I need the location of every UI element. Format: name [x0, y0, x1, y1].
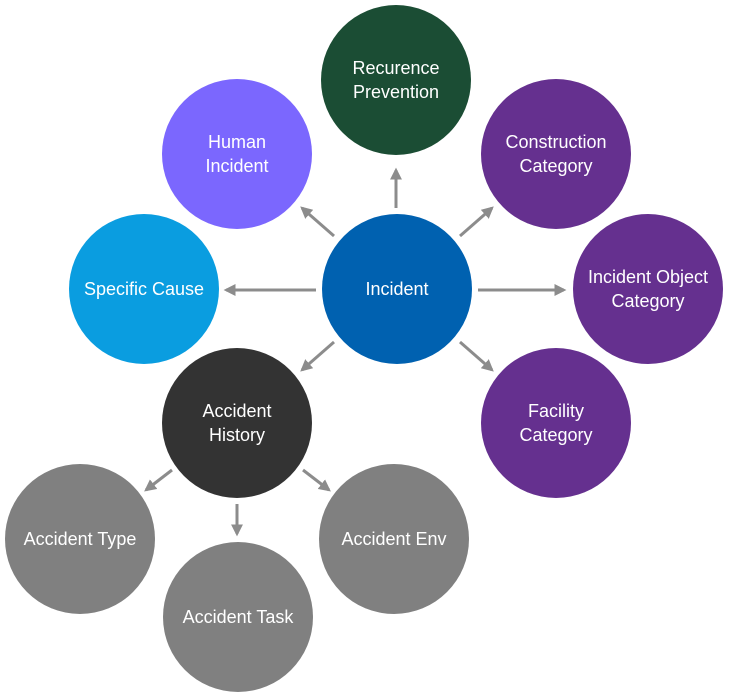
- node-human-incident: Human Incident: [162, 79, 312, 229]
- node-accident-type-label: Accident Type: [23, 529, 137, 549]
- node-accident-env: Accident Env: [319, 464, 469, 614]
- node-human-incident-label: Human Incident: [205, 132, 269, 176]
- node-accident-type: Accident Type: [5, 464, 155, 614]
- node-accident-task: Accident Task: [163, 542, 313, 692]
- node-construction-category-label: Construction Category: [505, 132, 607, 176]
- node-accident-history: Accident History: [162, 348, 312, 498]
- node-incident-label: Incident: [365, 279, 429, 299]
- edge-incident-to-facility-category: [459, 340, 494, 372]
- edge-incident-to-human-incident: [300, 206, 335, 238]
- node-incident-object-category: Incident Object Category: [573, 214, 723, 364]
- node-recurence-prevention-label: Recurence Prevention: [352, 58, 440, 102]
- edge-incident-to-construction-category: [459, 206, 494, 238]
- node-facility-category: Facility Category: [481, 348, 631, 498]
- node-construction-category: Construction Category: [481, 79, 631, 229]
- edge-accident-history-to-accident-env: [302, 468, 331, 492]
- edge-incident-to-accident-history: [300, 340, 335, 372]
- node-accident-history-label: Accident History: [202, 401, 272, 445]
- node-incident: Incident: [322, 214, 472, 364]
- node-incident-object-category-label: Incident Object Category: [587, 267, 709, 311]
- node-accident-task-label: Accident Task: [182, 607, 294, 627]
- node-recurence-prevention: Recurence Prevention: [321, 5, 471, 155]
- edge-accident-history-to-accident-type: [144, 468, 173, 492]
- node-specific-cause-label: Specific Cause: [83, 279, 205, 299]
- node-accident-env-label: Accident Env: [341, 529, 447, 549]
- node-facility-category-label: Facility Category: [519, 401, 593, 445]
- node-specific-cause: Specific Cause: [69, 214, 219, 364]
